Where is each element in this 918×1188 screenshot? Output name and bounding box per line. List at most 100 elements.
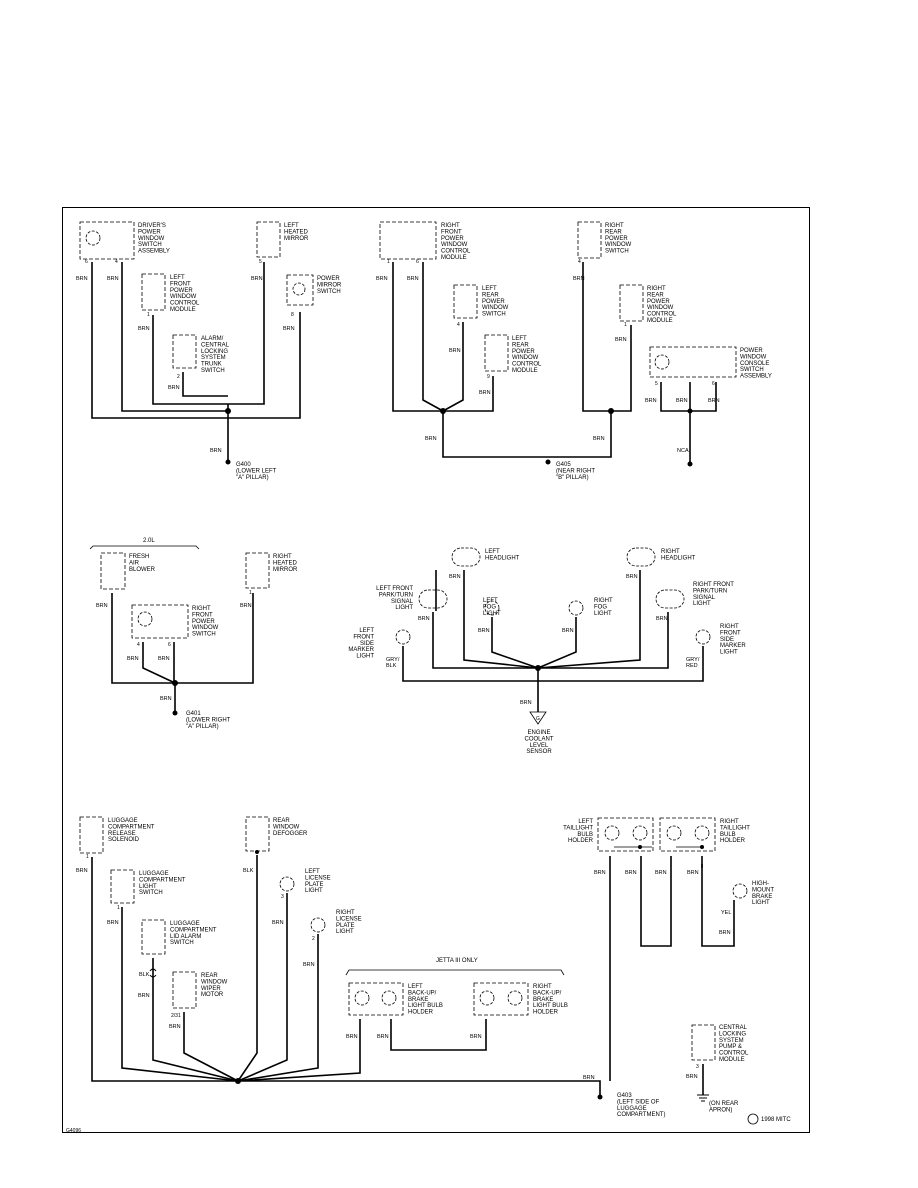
engine-label: 2.0L	[143, 538, 155, 544]
label-line: LEFT	[408, 984, 423, 990]
label-line: SENSOR	[526, 749, 552, 755]
left-headlight-bulb	[451, 547, 481, 567]
wire-brn: BRN	[708, 398, 720, 404]
label-line: REAR	[512, 342, 529, 348]
label-line: WINDOW	[740, 354, 767, 360]
luggage-release-box	[79, 816, 104, 854]
wire-brn: BRN	[346, 1034, 358, 1040]
label-line: COMPARTMENT	[139, 877, 186, 883]
pin-4: 4	[137, 642, 140, 648]
pin-4: 4	[457, 322, 460, 328]
label-line: POWER	[605, 236, 628, 242]
label-line: RIGHT	[192, 606, 211, 612]
label-line: LICENSE	[305, 875, 331, 881]
label-line: MIRROR	[284, 236, 309, 242]
label-line: PLATE	[305, 882, 324, 888]
wire-brn: BRN	[583, 1075, 595, 1081]
rf-window-module-box	[379, 221, 437, 260]
label-line: LIGHT	[395, 605, 413, 611]
label-line: LOCKING	[201, 349, 228, 355]
rf-park-turn-bulb	[655, 589, 685, 609]
label-line: FRESH	[129, 554, 149, 560]
label-line: GRY/	[686, 657, 700, 663]
right-taillight-bulb-2	[694, 825, 710, 841]
wire-brn: BRN	[107, 920, 119, 926]
label-line: G405	[556, 462, 571, 468]
wire-brn: BRN	[169, 1024, 181, 1030]
label-line: (NEAR RIGHT	[556, 468, 595, 474]
label-line: HIGH-	[752, 881, 769, 887]
switch-icon	[654, 354, 670, 370]
label-line: FRONT	[720, 630, 741, 636]
wire-brn: BRN	[76, 276, 88, 282]
label-line: GRY/	[386, 657, 400, 663]
wire-brn: BRN	[470, 1034, 482, 1040]
label-line: SWITCH	[740, 367, 764, 373]
label-line: MODULE	[719, 1057, 745, 1063]
label-line: RIGHT	[661, 549, 680, 555]
wire-brn: BRN	[251, 276, 263, 282]
pin-2: 2	[177, 374, 180, 380]
wire-brn: BRN	[449, 348, 461, 354]
wire-brn: BRN	[655, 870, 667, 876]
left-taillight-holder-box	[597, 817, 654, 852]
label-line: BULB	[577, 832, 593, 838]
rear-wiper-box	[172, 971, 197, 1009]
wire-brn: BRN	[240, 603, 252, 609]
label-line: BRAKE	[752, 894, 772, 900]
wire-brn: BRN	[272, 920, 284, 926]
wire-brn: BRN	[593, 436, 605, 442]
wire-brn: BRN	[407, 276, 419, 282]
label-line: SWITCH	[192, 632, 216, 638]
label-line: G400	[236, 462, 251, 468]
left-taillight-bulb	[604, 825, 620, 841]
pin-8: 8	[291, 312, 294, 318]
label-line: SIDE	[360, 641, 374, 647]
left-fog-bulb	[484, 600, 500, 616]
label-line: DRIVER'S	[138, 223, 166, 229]
wire-brn: BRN	[626, 574, 638, 580]
lf-park-turn-bulb	[418, 589, 448, 609]
label-line: WINDOW	[647, 305, 674, 311]
label-line: CONSOLE	[740, 361, 769, 367]
right-taillight-holder-box	[659, 817, 716, 852]
pin-2-31: 2/31	[171, 1013, 181, 1019]
label-line: LIGHT	[139, 884, 157, 890]
label-line: COMPARTMENT	[170, 927, 217, 933]
lr-window-switch-box	[453, 284, 478, 319]
label-line: BACK-UP/	[408, 990, 437, 996]
label-line: MOTOR	[201, 992, 224, 998]
pin-3: 3	[696, 1064, 699, 1070]
label-line: WINDOW	[441, 242, 468, 248]
label-line: RIGHT FRONT	[693, 582, 734, 588]
label-line: LEFT	[485, 549, 500, 555]
label-line: LID ALARM	[170, 934, 201, 940]
label-line: LEFT FRONT	[376, 586, 413, 592]
label-line: SWITCH	[482, 312, 506, 318]
label-line: MODULE	[170, 307, 196, 313]
label-line: G401	[186, 711, 201, 717]
label-line: RIGHT	[273, 554, 292, 560]
label-line: "A" PILLAR)	[236, 475, 269, 481]
label-line: LUGGAGE	[170, 921, 200, 927]
label-line: RED	[686, 663, 698, 669]
wire-blk: BLK	[243, 868, 254, 874]
label-line: RIGHT	[720, 624, 739, 630]
label-line: CONTROL	[170, 301, 200, 307]
label-line: RIGHT	[594, 598, 613, 604]
console-switch-box	[649, 346, 737, 378]
label-line: WINDOW	[192, 625, 219, 631]
